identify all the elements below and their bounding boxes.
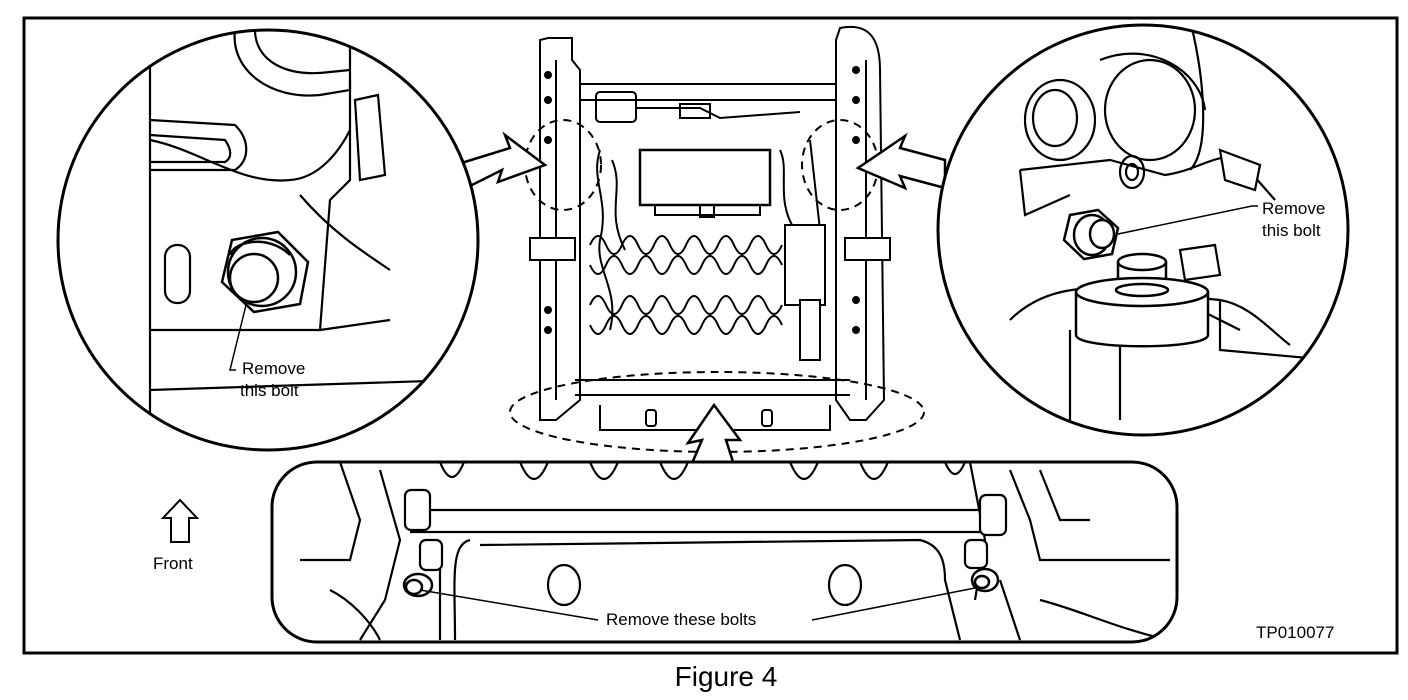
left-callout-label-line1: Remove [242,359,305,378]
left-detail-view: Remove this bolt [56,28,480,452]
bottom-detail-view: Remove these bolts [270,460,1179,644]
front-label: Front [153,554,193,573]
figure-caption: Figure 4 [675,661,778,692]
right-callout-leader [1117,205,1258,235]
bottom-callout-leader-right [811,587,976,621]
right-callout-label-line1: Remove [1262,199,1325,218]
right-stud [1074,252,1210,348]
bottom-callout-label: Remove these bolts [606,610,756,629]
left-callout-leader [229,304,247,371]
figure-code: TP010077 [1256,623,1334,642]
pointer-arrows [453,131,947,470]
right-pointer-arrow [855,132,947,191]
seat-frame-illustration [529,25,891,431]
right-callout-label-line2: this bolt [1262,221,1321,240]
right-detail-view: Remove this bolt [936,23,1350,437]
left-callout-label-line2: this bolt [240,381,299,400]
up-arrow-icon [160,498,200,543]
right-bolt [1062,208,1120,261]
front-direction-indicator: Front [153,498,200,573]
rear-right-bolt [970,567,1000,593]
bottom-callout-leader-left [419,589,599,621]
left-bolt [220,230,310,314]
rear-left-bolt [402,572,434,598]
